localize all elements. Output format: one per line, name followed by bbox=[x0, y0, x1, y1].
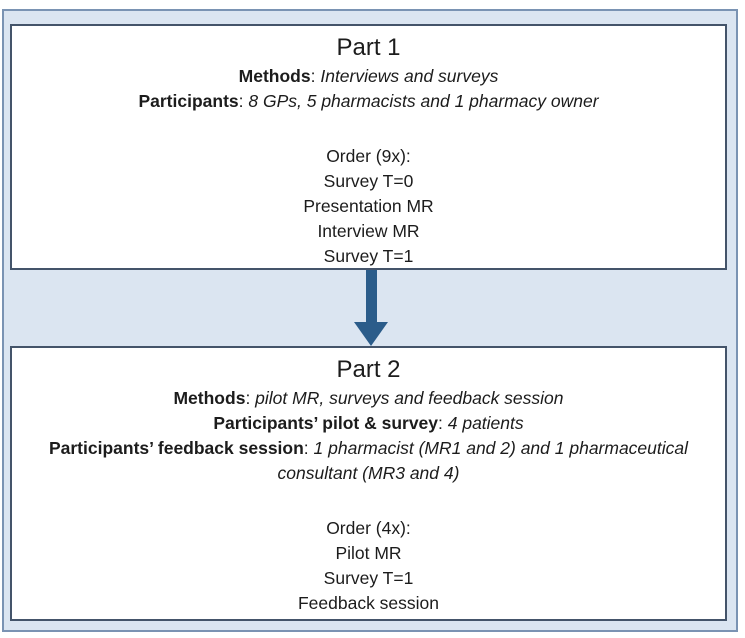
part2-box: Part 2 Methods: pilot MR, surveys and fe… bbox=[10, 346, 727, 621]
part2-pilot-survey-line: Participants’ pilot & survey: 4 patients bbox=[12, 411, 725, 436]
part1-box: Part 1 Methods: Interviews and surveys P… bbox=[10, 24, 727, 270]
part2-methods-separator: : bbox=[245, 388, 256, 408]
part1-participants-label: Participants bbox=[138, 91, 239, 111]
part1-participants-value: 8 GPs, 5 pharmacists and 1 pharmacy owne… bbox=[248, 91, 599, 111]
down-arrow-head bbox=[354, 322, 388, 346]
part2-methods-label: Methods bbox=[173, 388, 246, 408]
part1-order-step-1: Survey T=0 bbox=[323, 171, 414, 191]
part2-pilot-survey-label: Participants’ pilot & survey bbox=[213, 413, 439, 433]
part2-spacer bbox=[12, 486, 725, 516]
part2-pilot-survey-separator: : bbox=[438, 413, 448, 433]
part1-order-header: Order (9x): bbox=[326, 146, 411, 166]
part2-methods-line: Methods: pilot MR, surveys and feedback … bbox=[12, 386, 725, 411]
part1-methods-separator: : bbox=[310, 66, 321, 86]
part2-title: Part 2 bbox=[336, 356, 401, 383]
part1-methods-value: Interviews and surveys bbox=[320, 66, 499, 86]
diagram-outer-frame: Part 1 Methods: Interviews and surveys P… bbox=[2, 9, 738, 632]
part1-order-step-4: Survey T=1 bbox=[323, 246, 414, 266]
part2-feedback-session-line: Participants’ feedback session: 1 pharma… bbox=[12, 436, 725, 486]
part2-order-header: Order (4x): bbox=[326, 518, 411, 538]
part2-methods-value: pilot MR, surveys and feedback session bbox=[255, 388, 564, 408]
part2-order-step-3: Feedback session bbox=[297, 593, 440, 613]
part2-order-step-2: Survey T=1 bbox=[323, 568, 414, 588]
part2-order-step-1: Pilot MR bbox=[335, 543, 402, 563]
part2-feedback-session-value-1: 1 pharmacist (MR1 and 2) and 1 pharmaceu… bbox=[313, 438, 689, 458]
part2-pilot-survey-value: 4 patients bbox=[447, 413, 524, 433]
part2-feedback-session-separator: : bbox=[303, 438, 314, 458]
part1-order-step-2: Presentation MR bbox=[303, 196, 434, 216]
part2-feedback-session-label: Participants’ feedback session bbox=[48, 438, 304, 458]
part1-participants-separator: : bbox=[238, 91, 249, 111]
part1-methods-line: Methods: Interviews and surveys bbox=[12, 64, 725, 89]
part2-feedback-session-value-2: consultant (MR3 and 4) bbox=[277, 463, 460, 483]
part1-title: Part 1 bbox=[336, 34, 401, 61]
part1-participants-line: Participants: 8 GPs, 5 pharmacists and 1… bbox=[12, 89, 725, 114]
part1-methods-label: Methods bbox=[238, 66, 311, 86]
part1-spacer bbox=[12, 114, 725, 144]
part1-order-step-3: Interview MR bbox=[317, 221, 420, 241]
down-arrow-stem bbox=[366, 270, 377, 323]
